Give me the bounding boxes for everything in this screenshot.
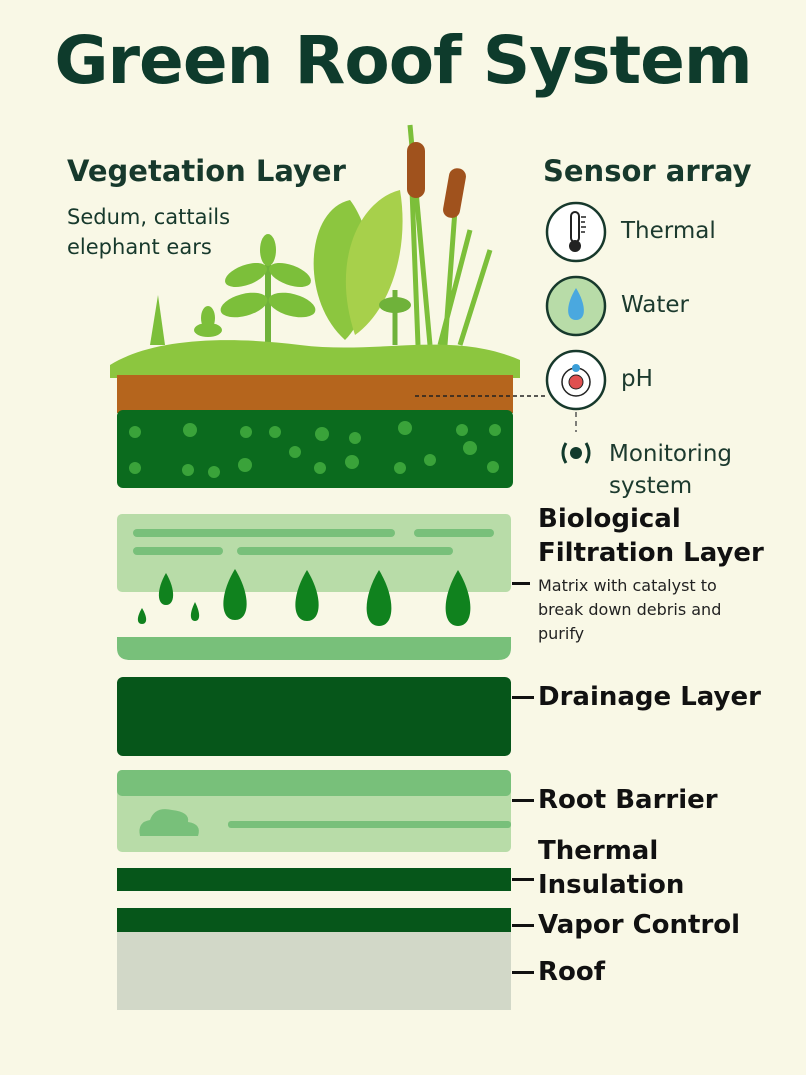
- thermometer-icon: [545, 201, 607, 263]
- ph-atom-icon: [545, 349, 607, 411]
- vegetation-description: Sedum, cattails elephant ears: [67, 202, 230, 262]
- filtration-description: Matrix with catalyst to break down debri…: [538, 574, 721, 646]
- sensor-ph-label: pH: [621, 366, 653, 392]
- root-barrier-layer: [117, 770, 511, 852]
- growing-medium-layer: [117, 410, 513, 488]
- filtration-label: Biological Filtration Layer: [538, 502, 764, 570]
- roof-layer: [117, 932, 511, 1010]
- monitoring-line-2: system: [609, 473, 693, 499]
- vegetation-heading: Vegetation Layer: [67, 154, 346, 188]
- roof-label: Roof: [538, 957, 606, 987]
- roof-connector: [512, 971, 534, 974]
- monitoring-system-label: Monitoring system: [609, 438, 732, 502]
- filtration-desc-1: Matrix with catalyst to: [538, 576, 717, 595]
- thermal-insulation-layer: [117, 868, 511, 891]
- filtration-desc-3: purify: [538, 624, 585, 643]
- monitoring-signal-icon: [561, 442, 591, 464]
- drainage-label: Drainage Layer: [538, 682, 761, 712]
- plants-illustration: [110, 124, 520, 378]
- water-drop-icon: [545, 275, 607, 337]
- vegetation-line-2: elephant ears: [67, 235, 212, 259]
- thermal-line-1: Thermal: [538, 836, 659, 866]
- filtration-layer: [117, 514, 511, 660]
- drainage-layer: [117, 677, 511, 756]
- filtration-line-1: Biological: [538, 504, 681, 534]
- root-barrier-label: Root Barrier: [538, 785, 718, 815]
- sensor-heading: Sensor array: [543, 154, 752, 188]
- filtration-desc-2: break down debris and: [538, 600, 722, 619]
- drainage-connector: [512, 696, 534, 699]
- vapor-control-label: Vapor Control: [538, 910, 741, 940]
- filtration-line-2: Filtration Layer: [538, 538, 764, 568]
- monitoring-line-1: Monitoring: [609, 441, 732, 467]
- vapor-control-layer: [117, 908, 511, 932]
- page-title: Green Roof System: [54, 22, 752, 99]
- thermal-line-2: Insulation: [538, 870, 685, 900]
- soil-layer: [117, 375, 513, 413]
- thermal-insulation-label: Thermal Insulation: [538, 834, 684, 902]
- vapor-connector: [512, 924, 534, 927]
- sensor-water-label: Water: [621, 292, 689, 318]
- root-barrier-connector: [512, 799, 534, 802]
- filtration-connector: [512, 582, 530, 585]
- thermal-connector: [512, 878, 534, 881]
- vegetation-line-1: Sedum, cattails: [67, 205, 231, 229]
- sensor-thermal-label: Thermal: [621, 218, 716, 244]
